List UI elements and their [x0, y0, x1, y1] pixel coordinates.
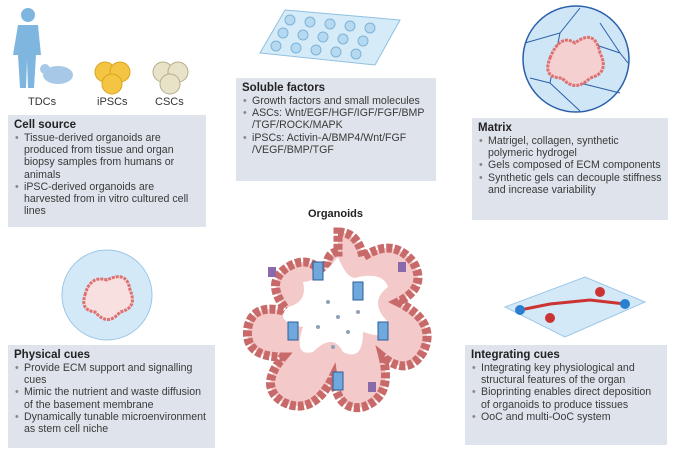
tdcs-label: TDCs	[28, 96, 57, 108]
matrix-box: Matrix Matrigel, collagen, synthetic pol…	[472, 118, 668, 220]
bullet: iPSCs: Activin-A/BMP4/Wnt/FGF /VEGF/BMP/…	[242, 132, 430, 156]
bullet: Bioprinting enables direct deposition of…	[471, 386, 661, 410]
matrix-sphere-icon	[522, 5, 630, 113]
bullet: Tissue-derived organoids are produced fr…	[14, 132, 200, 181]
cscs-label: CSCs	[155, 96, 184, 108]
soluble-factors-title: Soluble factors	[242, 82, 326, 94]
ipscs-label: iPSCs	[97, 96, 128, 108]
organoid-illustration	[242, 227, 432, 413]
bullet: Matrigel, collagen, synthetic polymeric …	[478, 135, 662, 159]
integrating-cues-box: Integrating cues Integrating key physiol…	[465, 345, 667, 445]
bullet: Mimic the nutrient and waste diffusion o…	[14, 386, 209, 410]
bullet: Synthetic gels can decouple stiffness an…	[478, 172, 662, 196]
organoids-title: Organoids	[308, 208, 364, 220]
bullet: Growth factors and small molecules	[242, 95, 430, 107]
bullet: OoC and multi-OoC system	[471, 411, 661, 423]
soluble-factors-box: Soluble factors Growth factors and small…	[236, 78, 436, 181]
bullet: ASCs: Wnt/EGF/HGF/IGF/FGF/BMP /TGF/ROCK/…	[242, 107, 430, 131]
bullet: Dynamically tunable microenvironment as …	[14, 411, 209, 435]
organ-on-chip-icon	[503, 276, 647, 338]
physical-cues-title: Physical cues	[14, 349, 91, 361]
cell-source-title: Cell source	[14, 119, 76, 131]
physical-cues-box: Physical cues Provide ECM support and si…	[8, 345, 215, 448]
bullet: Gels composed of ECM components	[478, 159, 662, 171]
matrix-title: Matrix	[478, 122, 512, 134]
well-plate-icon	[259, 9, 401, 66]
bullet: Provide ECM support and signalling cues	[14, 362, 209, 386]
ipsc-cells-icon	[94, 61, 131, 95]
human-mouse-icon	[13, 8, 73, 88]
physical-cues-sphere-icon	[61, 249, 153, 341]
integrating-cues-title: Integrating cues	[471, 349, 560, 361]
csc-cells-icon	[152, 61, 189, 95]
bullet: Integrating key physiological and struct…	[471, 362, 661, 386]
bullet: iPSC-derived organoids are harvested fro…	[14, 181, 200, 218]
cell-source-box: Cell source Tissue-derived organoids are…	[8, 115, 206, 227]
